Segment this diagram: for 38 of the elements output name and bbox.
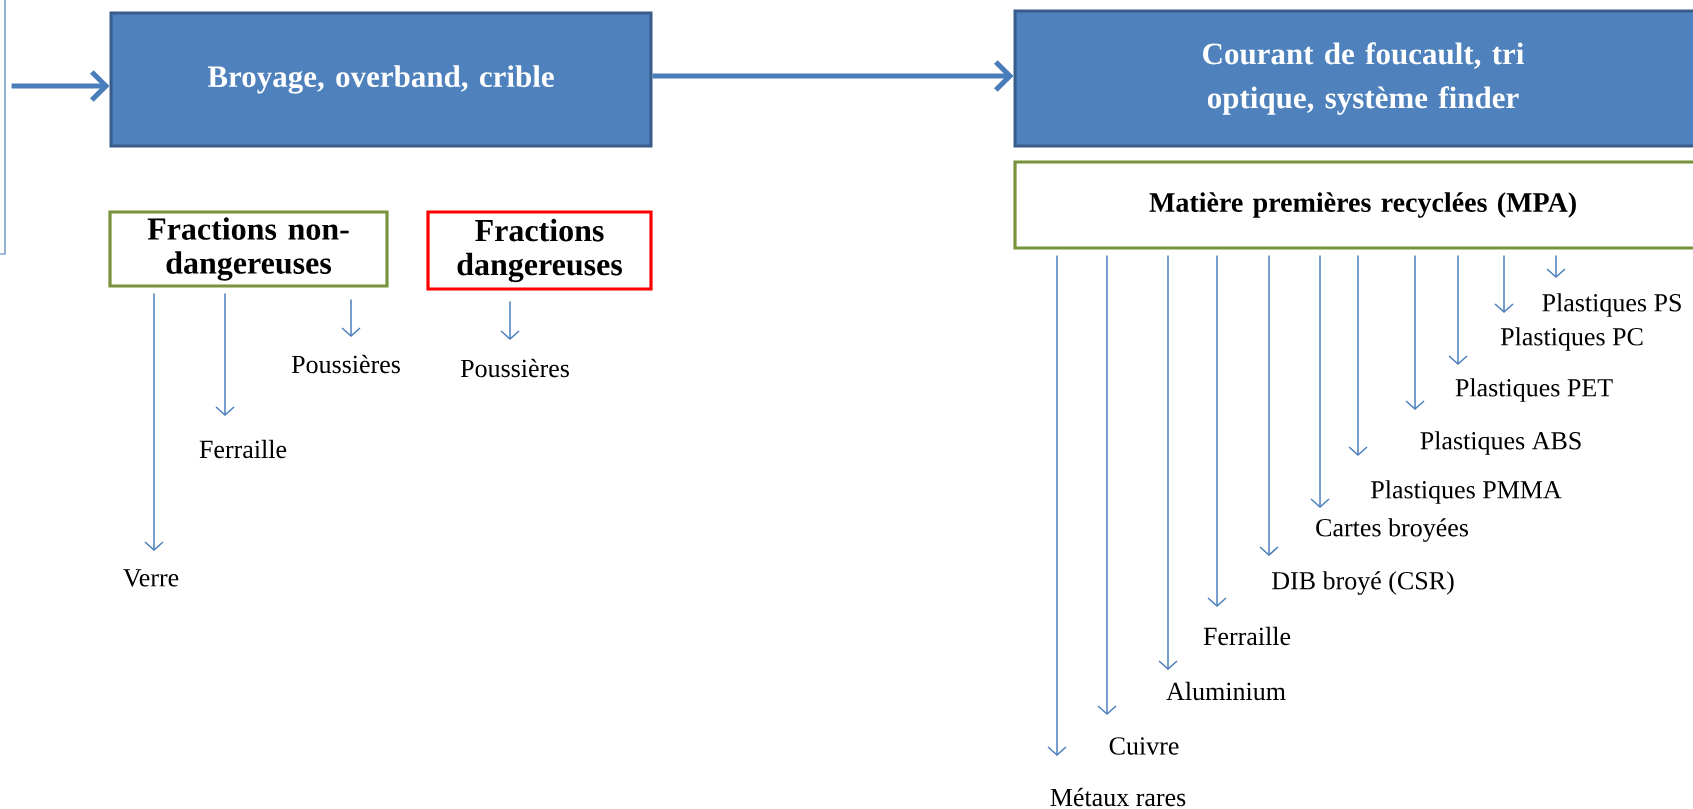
arrow: [1158, 254, 1178, 670]
arrow: [341, 298, 361, 337]
arrow: [1448, 254, 1468, 365]
output-label: Poussières: [460, 358, 569, 378]
output-label: Plastiques PET: [1455, 378, 1613, 402]
output-label: Plastiques ABS: [1420, 431, 1581, 455]
arrow: [500, 300, 520, 340]
arrow: [1348, 254, 1368, 456]
arrow: [1207, 254, 1227, 607]
output-label: Poussières: [291, 354, 400, 374]
output-label: Plastiques PMMA: [1371, 480, 1562, 504]
arrow: [215, 292, 235, 416]
arrow: [1310, 254, 1330, 508]
arrow: [652, 60, 1014, 92]
output-label: DIB broyé (CSR): [1272, 571, 1454, 595]
output-label: Plastiques PS: [1542, 293, 1681, 317]
output-label: Aluminium: [1166, 681, 1286, 701]
process-box: Courant de foucault, tri optique, système finder: [1013, 9, 1693, 148]
arrow: [1259, 254, 1279, 556]
arrow: [1047, 254, 1067, 756]
output-label: Cartes broyées: [1316, 518, 1468, 542]
arrow: [1546, 254, 1566, 278]
category-box: Matière premières recyclées (MPA): [1013, 160, 1693, 250]
category-box: Fractions dangereuses: [426, 210, 653, 291]
output-label: Ferraille: [199, 439, 287, 459]
arrow: [11, 70, 110, 102]
output-label: Ferraille: [1203, 626, 1291, 646]
output-label: Métaux rares: [1050, 787, 1186, 807]
output-label: Cuivre: [1109, 737, 1179, 755]
arrow: [1097, 254, 1117, 715]
output-label: Verre: [123, 569, 179, 587]
arrow: [144, 292, 164, 551]
arrow: [1405, 254, 1425, 410]
category-box: Fractions non-dangereuses: [108, 210, 389, 288]
output-label: Plastiques PC: [1500, 327, 1643, 351]
process-box: Broyage, overband, crible: [109, 11, 653, 148]
process-box: [0, 0, 6, 255]
arrow: [1494, 254, 1514, 313]
